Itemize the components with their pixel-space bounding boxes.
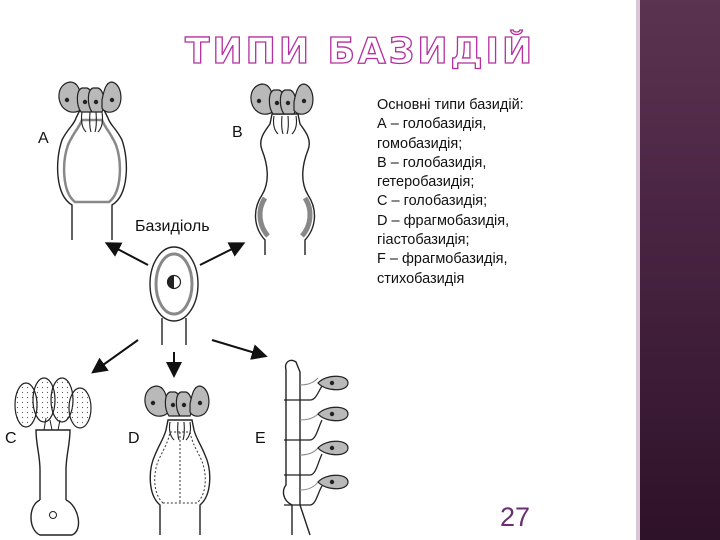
label-e: E xyxy=(255,430,266,447)
label-basidiole: Базидіоль xyxy=(135,218,210,235)
spore xyxy=(318,475,348,489)
spore xyxy=(145,386,168,416)
label-c: С xyxy=(5,430,17,447)
label-d: D xyxy=(128,430,140,447)
basidium-b: В xyxy=(232,84,314,255)
page-number: 27 xyxy=(500,500,545,534)
spore xyxy=(190,386,209,416)
label-a: А xyxy=(38,130,49,147)
basidium-a: А xyxy=(38,82,126,240)
label-b: В xyxy=(232,124,243,141)
spore xyxy=(294,84,313,114)
spore xyxy=(318,441,348,455)
spore xyxy=(318,376,348,390)
basidium-d: D xyxy=(128,386,210,535)
spore xyxy=(318,407,348,421)
basidium-e: E xyxy=(255,360,348,535)
basidiole: Базидіоль xyxy=(135,218,210,345)
spore xyxy=(102,82,121,112)
basidium-c: С xyxy=(5,378,91,535)
